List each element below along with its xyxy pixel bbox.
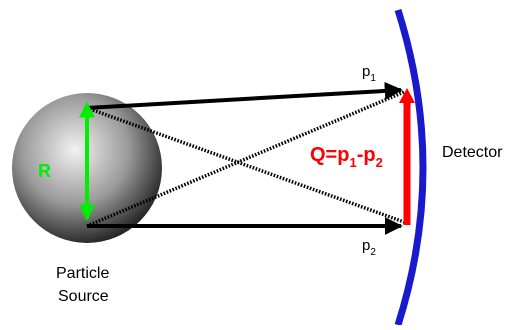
p1-label-base: p	[362, 63, 370, 80]
q-arrow-head	[399, 88, 415, 103]
detector-arc	[394, 8, 427, 327]
detector-label: Detector	[442, 144, 503, 161]
q-formula-label: Q=p1-p2	[310, 144, 383, 170]
p2-label-sub: 2	[370, 247, 376, 258]
q-formula-prefix: Q=p	[310, 144, 349, 166]
source-label-line2: Source	[58, 288, 109, 305]
q-formula-sub2: 2	[376, 155, 383, 170]
radius-label: R	[38, 161, 51, 181]
arrow-p1	[86, 81, 403, 110]
q-formula-minus: -p	[357, 144, 376, 166]
p1-label-sub: 1	[370, 73, 376, 84]
p2-label-base: p	[362, 237, 370, 254]
q-formula-sub1: 1	[349, 155, 356, 170]
p2-label: p2	[362, 237, 376, 258]
source-label-line1: Particle	[56, 265, 109, 282]
p1-label: p1	[362, 63, 376, 84]
